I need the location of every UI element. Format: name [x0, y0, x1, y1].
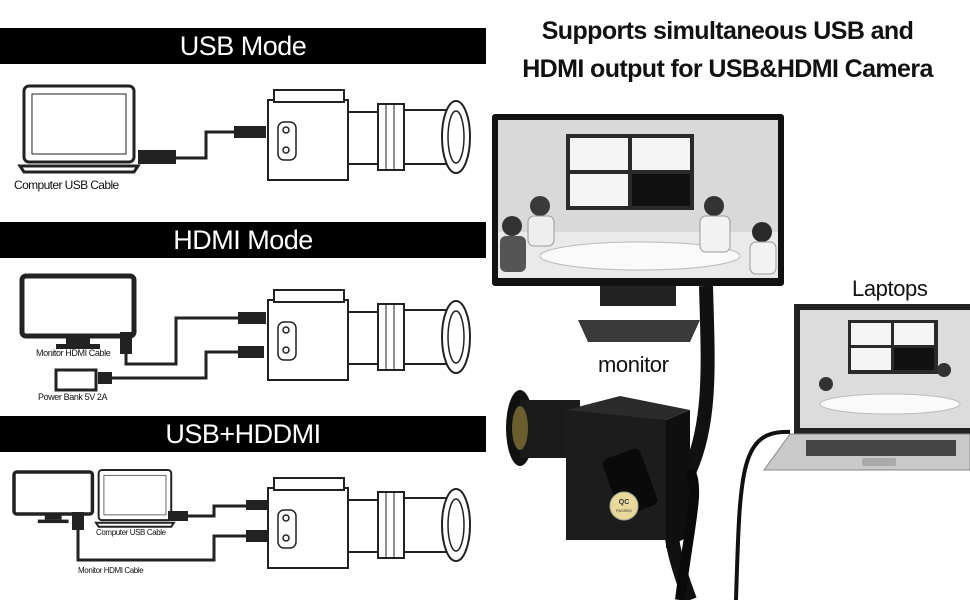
headline-line-2: HDMI output for USB&HDMI Camera	[522, 55, 933, 83]
hdmi-cables	[110, 316, 238, 380]
usb-plug-right	[234, 126, 266, 138]
hdmi-camera-diagram	[267, 289, 471, 381]
qc-badge-icon	[609, 491, 639, 521]
dual-hdmi-plug	[72, 512, 84, 530]
hdmi-mode-title: HDMI Mode	[0, 222, 486, 258]
dual-computer-cable-label: Computer USB Cable	[96, 528, 166, 537]
hdmi-plug-monitor	[120, 332, 132, 354]
usb-camera-diagram	[267, 89, 471, 181]
dual-usb-plug	[168, 511, 188, 521]
power-bank-icon	[54, 368, 98, 392]
dual-laptop-icon	[95, 469, 175, 528]
headline: Supports simultaneous USB and HDMI outpu…	[500, 12, 955, 88]
usb-hdmi-mode-title: USB+HDDMI	[0, 416, 486, 452]
camera-photo: QC PASSED	[506, 285, 791, 600]
dual-camera-diagram	[267, 477, 471, 569]
laptop-photo	[763, 304, 970, 471]
usb-mode-title: USB Mode	[0, 28, 486, 64]
usb-computer-cable-label: Computer USB Cable	[14, 178, 119, 192]
monitor-photo	[492, 114, 784, 342]
hdmi-plug-camera	[238, 312, 266, 324]
hdmi-monitor-cable-label: Monitor HDMI Cable	[36, 348, 111, 358]
dual-cables	[76, 504, 246, 562]
power-bank-label: Power Bank 5V 2A	[38, 392, 108, 402]
dual-monitor-cable-label: Monitor HDMI Cable	[78, 566, 144, 575]
usb-laptop-icon	[18, 84, 140, 174]
headline-line-1: Supports simultaneous USB and	[541, 17, 914, 45]
usb-plug-left	[138, 150, 176, 164]
qc-badge-text-1: QC	[619, 499, 630, 506]
power-plug-camera	[238, 346, 264, 358]
dual-usb-plug-camera	[246, 500, 268, 510]
dual-hdmi-plug-camera	[246, 530, 268, 542]
qc-badge-text-2: PASSED	[616, 508, 632, 513]
monitor-callout: monitor	[598, 352, 669, 377]
usb-cable	[176, 130, 234, 160]
power-plug	[98, 372, 112, 384]
hdmi-monitor-icon	[22, 276, 134, 349]
laptops-callout: Laptops	[852, 276, 928, 301]
